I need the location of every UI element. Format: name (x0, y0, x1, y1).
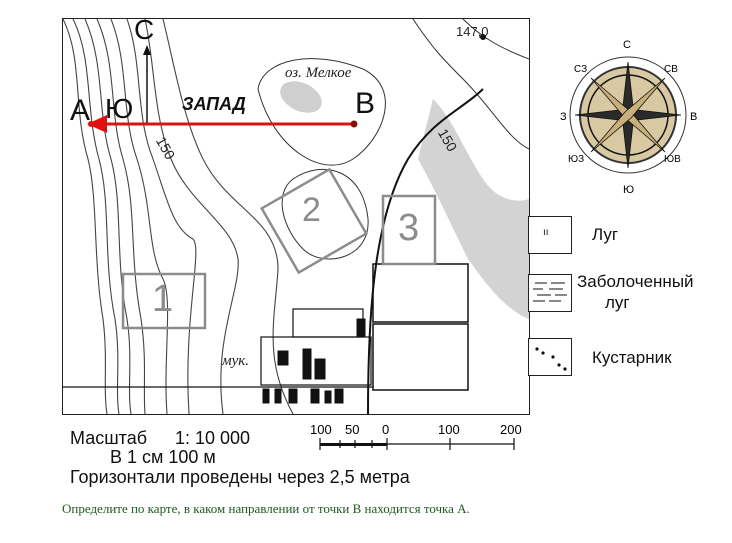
scale-tick-1: 50 (345, 422, 359, 437)
rose-se: ЮВ (664, 154, 681, 165)
plot-2-number: 2 (302, 191, 321, 229)
hill-contours (63, 19, 294, 414)
rose-s: Ю (623, 184, 634, 196)
scale-tick-3: 100 (438, 422, 460, 437)
plot-2-box (260, 167, 368, 275)
rose-w: З (560, 111, 567, 123)
forest-area (418, 99, 529, 319)
legend-swamp-symbol (528, 274, 572, 312)
rose-star (574, 61, 682, 169)
height-mark: 147,0 (456, 24, 489, 39)
scale-bar: 100 50 0 100 200 (310, 422, 522, 450)
rose-sw: ЮЗ (568, 154, 584, 165)
lake-name: оз. Мелкое (285, 65, 352, 81)
plot-3-box (381, 194, 437, 266)
road (367, 88, 484, 414)
rose-e: В (690, 111, 697, 123)
legend-swamp-label-line1: Заболоченный (577, 272, 694, 291)
rose-ne: СВ (664, 64, 678, 75)
swamp-symbol-icon (533, 282, 567, 302)
rose-n: С (623, 39, 631, 51)
plot-1-number: 1 (152, 278, 174, 320)
legend-shrub-label: Кустарник (592, 348, 672, 367)
topographic-map (62, 18, 530, 415)
point-a-label: А (70, 94, 91, 127)
orchard-2 (372, 323, 469, 391)
contours (257, 19, 529, 260)
map-drawing (63, 19, 529, 414)
point-b-dot (350, 120, 358, 128)
orchard-1 (372, 263, 469, 323)
map-north-label: С (134, 14, 155, 45)
north-arrow-head (143, 45, 151, 55)
settlement (260, 308, 372, 404)
meadow-symbol-icon: ıı (543, 227, 549, 238)
height-point (480, 34, 486, 40)
legend-swamp-label-line2: луг (605, 293, 630, 312)
legend-meadow-label: Луг (592, 225, 619, 244)
legend-meadow-symbol: ıı (528, 216, 572, 254)
point-b-label: В (355, 87, 376, 120)
compass-rose: С Ю З В СЗ СВ ЮЗ ЮВ (560, 39, 697, 196)
lake-shape (280, 81, 322, 113)
scale-tick-4: 200 (500, 422, 522, 437)
scale-title: Масштаб (70, 428, 148, 448)
legend-shrub-symbol (528, 338, 572, 376)
svg-text:ıı: ıı (543, 227, 549, 238)
question-text: Определите по карте, в каком направлении… (62, 501, 470, 516)
map-south-label: Ю (105, 93, 134, 124)
scale-value: 1: 10 000 (175, 428, 251, 448)
scale-cm: В 1 см 100 м (110, 447, 216, 467)
direction-arrow-head (87, 115, 107, 133)
contours-note: Горизонтали проведены через 2,5 метра (70, 467, 410, 487)
plot-1-box (121, 272, 207, 330)
scale-tick-0: 100 (310, 422, 332, 437)
shrub-symbol-icon (535, 347, 567, 371)
point-a-dot (88, 121, 94, 127)
plot-3-number: 3 (398, 207, 420, 249)
direction-label: ЗАПАД (182, 94, 246, 114)
mill-label: мук. (222, 353, 249, 369)
rose-nw: СЗ (574, 64, 587, 75)
scale-tick-2: 0 (382, 422, 389, 437)
